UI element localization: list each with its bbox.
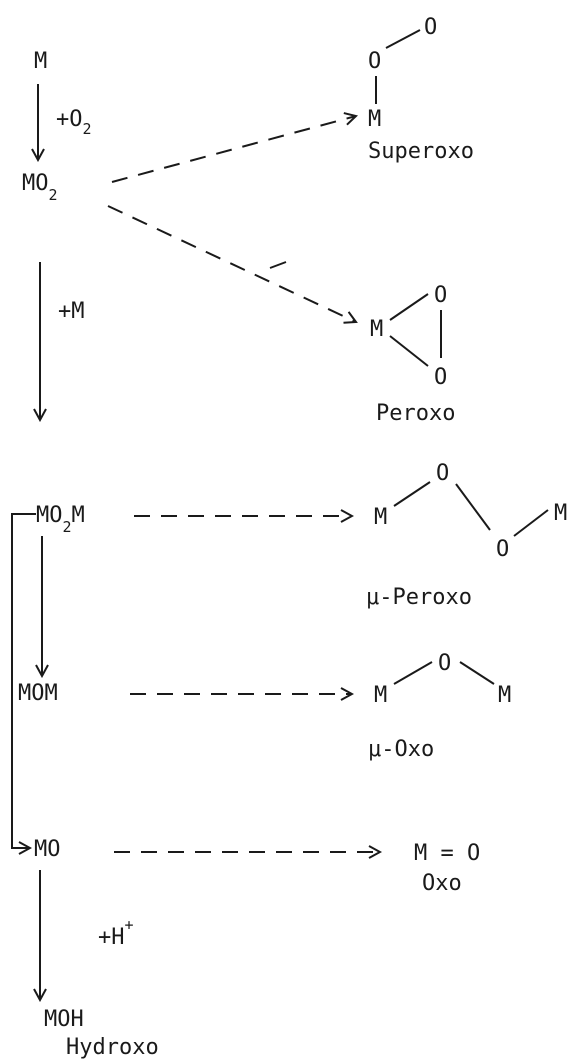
label-peroxo: Peroxo [376,401,455,426]
mu-oxo-bond-left [393,661,433,685]
reagent-m: +M [58,299,85,324]
mu-peroxo-atom-m-right: M [554,501,567,526]
peroxo-atom-o-bottom: O [434,365,447,390]
species-m: M [34,49,47,74]
oxo-formula: M = O [414,841,480,866]
superoxo-atom-o: O [368,49,381,74]
label-superoxo: Superoxo [368,139,474,164]
mu-peroxo-bond-2 [455,483,491,531]
species-moh: MOH [44,1007,84,1032]
mu-peroxo-bond-3 [513,509,549,537]
peroxo-atom-o-top: O [434,283,447,308]
reagent-o2: +O2 [56,107,92,138]
stray-tick [269,261,287,269]
species-mo2m: MO2M [36,503,85,536]
mu-oxo-atom-m-right: M [498,683,511,708]
peroxo-atom-m: M [370,317,383,342]
species-mo: MO [34,837,61,862]
dashed-arrow-superoxo [111,116,356,183]
species-mom: MOM [18,681,58,706]
peroxo-bond-m-o-top [389,293,429,321]
mu-peroxo-bond-1 [393,481,431,507]
mu-peroxo-atom-m-left: M [374,505,387,530]
label-hydroxo: Hydroxo [66,1035,159,1060]
mu-oxo-atom-o: O [438,651,451,676]
reagent-h: +H+ [98,916,134,950]
superoxo-atom-m: M [368,107,381,132]
peroxo-bond-m-o-bottom [389,335,429,367]
mu-oxo-atom-m-left: M [374,683,387,708]
superoxo-bond-o-o [385,29,421,49]
mu-peroxo-atom-o-top: O [436,461,449,486]
species-mo2: MO2 [22,171,58,204]
label-mu-peroxo: μ-Peroxo [366,585,472,610]
label-mu-oxo: μ-Oxo [368,737,434,762]
mu-oxo-bond-right [459,661,495,685]
label-oxo: Oxo [422,871,462,896]
dashed-arrow-peroxo [107,205,356,322]
mu-peroxo-atom-o-bottom: O [496,537,509,562]
superoxo-atom-o-terminal: O [424,15,437,40]
bracket-arrow-to-mo [11,513,36,848]
